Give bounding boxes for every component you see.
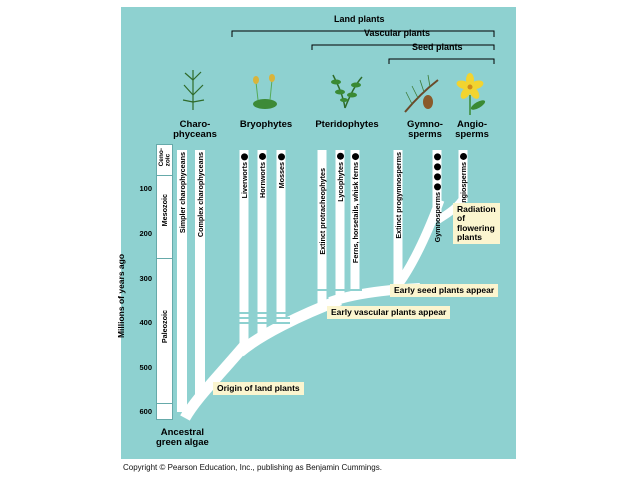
protracheophytes-label: Extinct protracheophytes	[318, 168, 327, 255]
seed-plants-bracket	[388, 58, 495, 64]
angiosperms-label: Angio- sperms	[455, 119, 489, 140]
angiosperms-branch	[435, 197, 466, 224]
mesozoic-label: Mesozoic	[160, 194, 169, 227]
paleozoic-label: Paleozoic	[160, 310, 169, 344]
simpler-charophyceans-label: Simpler charophyceans	[178, 152, 187, 234]
gymnosperms-branch-label: Gymnosperms	[433, 152, 442, 242]
origin-callout: Origin of land plants	[213, 382, 304, 396]
tick-300: 300	[139, 274, 152, 283]
hornworts-label: Hornworts	[258, 152, 267, 198]
lycophytes-label: Lycophytes	[336, 152, 345, 202]
vascular-plants-header: Vascular plants	[364, 28, 431, 38]
pteridophytes-label: Pteridophytes	[315, 119, 379, 130]
y-axis-label: Millions of years ago	[116, 253, 126, 339]
bryophytes-label: Bryophytes	[239, 119, 293, 130]
conifer-illustration	[404, 74, 439, 113]
angiosperms-branch-label: Angiosperms	[459, 152, 468, 208]
copyright-text: Copyright © Pearson Education, Inc., pub…	[123, 463, 382, 472]
tick-200: 200	[139, 229, 152, 238]
charophycean-illustration	[182, 70, 205, 110]
bryophyte-illustration	[253, 74, 277, 109]
root-label: Ancestral green algae	[156, 427, 209, 448]
marker-2-icon	[259, 153, 267, 160]
vascular-plants-bracket	[311, 44, 495, 50]
radiation-callout: Radiation of flowering plants	[453, 203, 500, 245]
marker-5-icon	[352, 153, 360, 160]
land-plants-bracket	[231, 30, 495, 37]
marker-4-icon	[337, 153, 345, 160]
tick-100: 100	[139, 184, 152, 193]
tick-400: 400	[139, 318, 152, 327]
tick-500: 500	[139, 363, 152, 372]
tick-600: 600	[139, 407, 152, 416]
early-seed-callout: Early seed plants appear	[390, 284, 499, 298]
charophyceans-label: Charo- phyceans	[173, 119, 217, 140]
progymnosperms-label: Extinct progymnosperms	[394, 152, 403, 239]
complex-charophyceans-label: Complex charophyceans	[196, 152, 205, 238]
land-plants-stem	[236, 294, 342, 357]
cenozoic-label: Ceno- zoic	[158, 148, 172, 167]
seed-plants-header: Seed plants	[412, 42, 463, 52]
trunk-branch	[180, 341, 250, 421]
marker-10-icon	[460, 153, 468, 160]
fern-illustration	[331, 74, 363, 109]
era-column	[156, 144, 173, 420]
liverworts-label: Liverworts	[240, 152, 249, 198]
mosses-label: Mosses	[277, 152, 286, 188]
marker-3-icon	[278, 153, 286, 160]
gymnosperms-label: Gymno- sperms	[407, 119, 443, 140]
land-plants-header: Land plants	[334, 14, 385, 24]
early-vascular-callout: Early vascular plants appear	[327, 306, 451, 320]
marker-6-9-icon	[434, 153, 442, 160]
flower-illustration	[456, 73, 486, 115]
marker-1-icon	[241, 153, 249, 160]
ferns-label: Ferns, horsetails, whisk ferns	[351, 152, 360, 263]
